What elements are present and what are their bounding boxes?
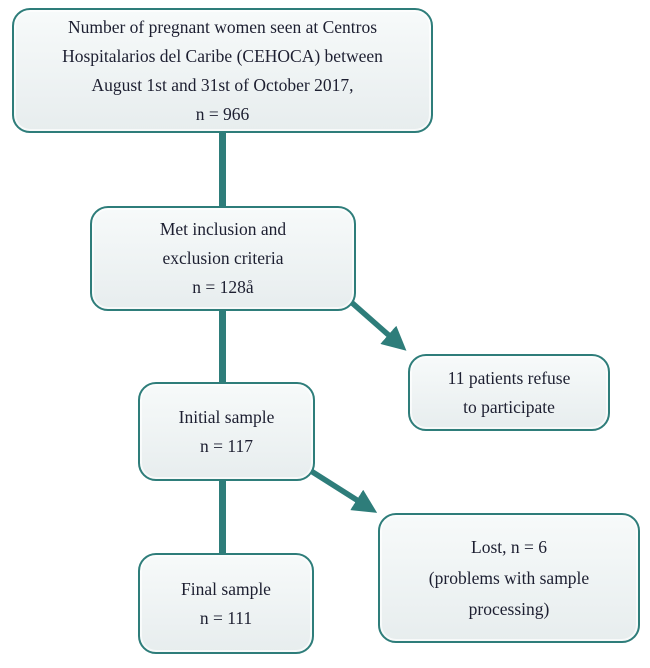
- node-text-line: Lost, n = 6: [471, 536, 547, 557]
- node-final-sample: Final sample n = 111: [138, 553, 314, 654]
- node-text-line: n = 117: [200, 435, 253, 456]
- node-text-line: n = 966: [195, 103, 250, 124]
- node-inclusion-exclusion-criteria: Met inclusion and exclusion criteria n =…: [90, 206, 356, 311]
- node-text-line: Initial sample: [178, 406, 275, 427]
- node-screened-population: Number of pregnant women seen at Centros…: [12, 8, 433, 133]
- node-refused-to-participate: 11 patients refuse to participate: [408, 354, 610, 431]
- node-text-line: Number of pregnant women seen at Centros: [67, 16, 378, 37]
- node-text-line: 11 patients refuse: [447, 367, 571, 388]
- node-text-line: processing): [468, 598, 550, 619]
- node-text-line: Met inclusion and: [159, 219, 287, 239]
- node-text-line: to participate: [463, 396, 555, 417]
- node-lost-samples: Lost, n = 6 (problems with sample proces…: [378, 513, 640, 643]
- node-text-line: Hospitalarios del Caribe (CEHOCA) betwee…: [62, 45, 383, 66]
- node-text-line: Final sample: [181, 578, 271, 599]
- node-text-line: exclusion criteria: [162, 248, 284, 268]
- node-text-line: n = 128å: [192, 277, 254, 297]
- node-text-line: n = 111: [199, 607, 253, 628]
- node-text-line: August 1st and 31st of October 2017,: [91, 74, 354, 95]
- node-text-line: (problems with sample: [428, 567, 590, 588]
- node-initial-sample: Initial sample n = 117: [138, 382, 315, 481]
- arrow-initial-to-lost: [309, 468, 378, 513]
